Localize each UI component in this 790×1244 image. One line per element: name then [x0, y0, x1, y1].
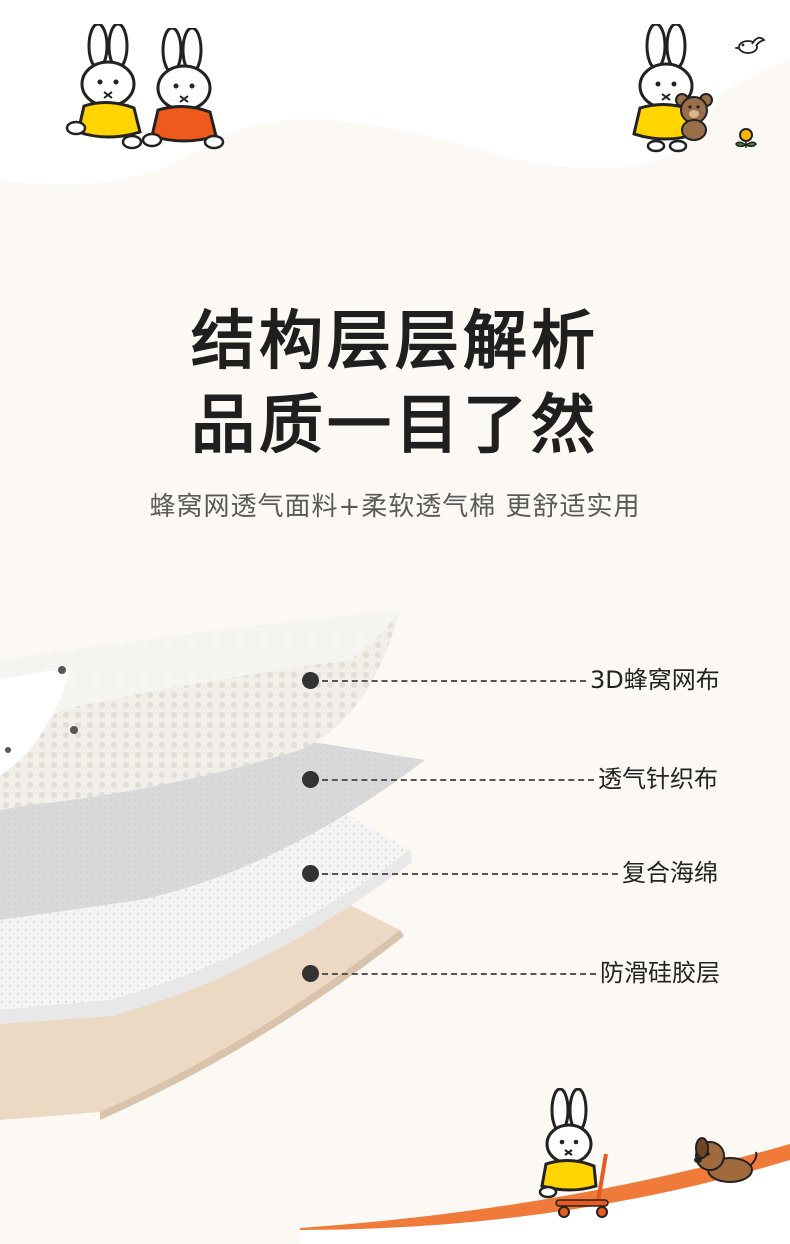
scooter-icon — [555, 1153, 609, 1218]
bottom-decoration — [300, 1144, 790, 1244]
callout-dot — [302, 672, 319, 689]
callout-foam: 复合海绵 — [300, 856, 770, 890]
callout-label: 透气针织布 — [598, 765, 718, 793]
callout-label: 3D蜂窝网布 — [590, 666, 720, 694]
layer-illustration — [0, 610, 425, 1120]
rabbit-character-icon — [65, 24, 143, 150]
callout-silicone: 防滑硅胶层 — [300, 956, 770, 990]
callout-dot — [302, 965, 319, 982]
bird-icon — [734, 36, 766, 54]
puppy-icon — [694, 1137, 758, 1183]
callout-dashed-line — [322, 973, 596, 975]
flower-icon — [735, 128, 757, 148]
subtitle: 蜂窝网透气面料+柔软透气棉 更舒适实用 — [149, 492, 641, 522]
headline: 结构层层解析 品质一目了然 — [0, 300, 790, 468]
callout-label: 复合海绵 — [622, 859, 718, 887]
callout-dashed-line — [322, 779, 594, 781]
teddy-bear-icon — [675, 93, 713, 141]
headline-line-2: 品质一目了然 — [191, 389, 599, 463]
callout-knit: 透气针织布 — [300, 762, 770, 796]
callout-dashed-line — [322, 873, 618, 875]
rabbit-character-icon — [632, 24, 698, 153]
rabbit-character-icon — [141, 28, 225, 150]
callout-dashed-line — [322, 680, 586, 682]
callout-dot — [302, 865, 319, 882]
callout-dot — [302, 771, 319, 788]
headline-line-1: 结构层层解析 — [191, 305, 599, 379]
callout-label: 防滑硅胶层 — [600, 959, 720, 987]
callout-honeycomb: 3D蜂窝网布 — [300, 663, 770, 697]
rabbit-character-icon — [538, 1088, 598, 1199]
